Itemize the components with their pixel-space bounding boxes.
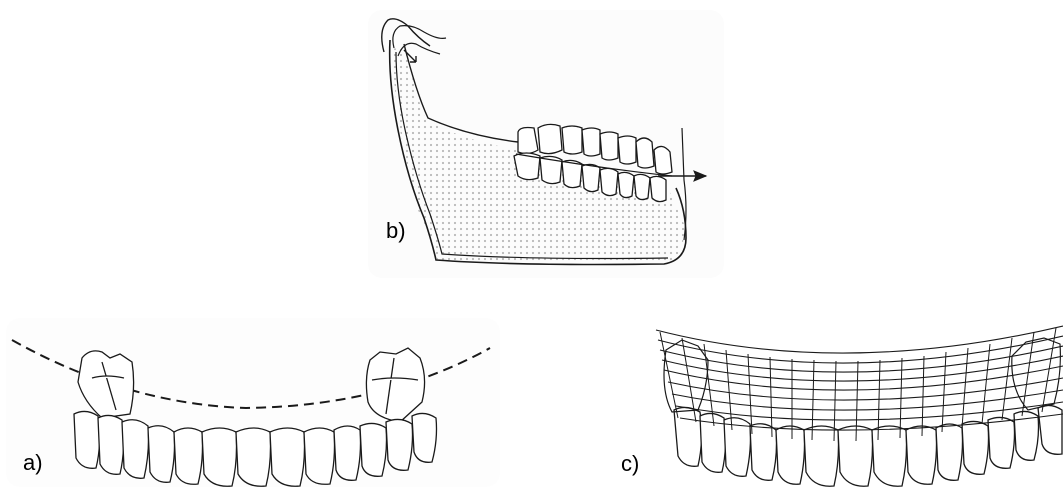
forward-arrow-head bbox=[694, 171, 706, 181]
panel-a-dental-arch: a) bbox=[6, 318, 500, 487]
arch-grid-drawing bbox=[612, 320, 1063, 487]
panel-label-b: b) bbox=[386, 220, 406, 242]
front-teeth-row bbox=[74, 411, 437, 486]
panel-c-arch-grid: c) bbox=[612, 320, 1063, 487]
panel-label-c: c) bbox=[621, 453, 639, 475]
condyle-line-2 bbox=[393, 26, 446, 48]
grid-front-teeth-row bbox=[674, 405, 1062, 486]
panel-b-mandible-lateral: b) bbox=[368, 10, 724, 278]
right-molars bbox=[366, 348, 424, 422]
panel-label-a: a) bbox=[23, 452, 43, 474]
left-molars bbox=[78, 351, 134, 418]
mandible-lateral-drawing bbox=[368, 10, 724, 278]
dental-arch-drawing bbox=[6, 318, 500, 487]
